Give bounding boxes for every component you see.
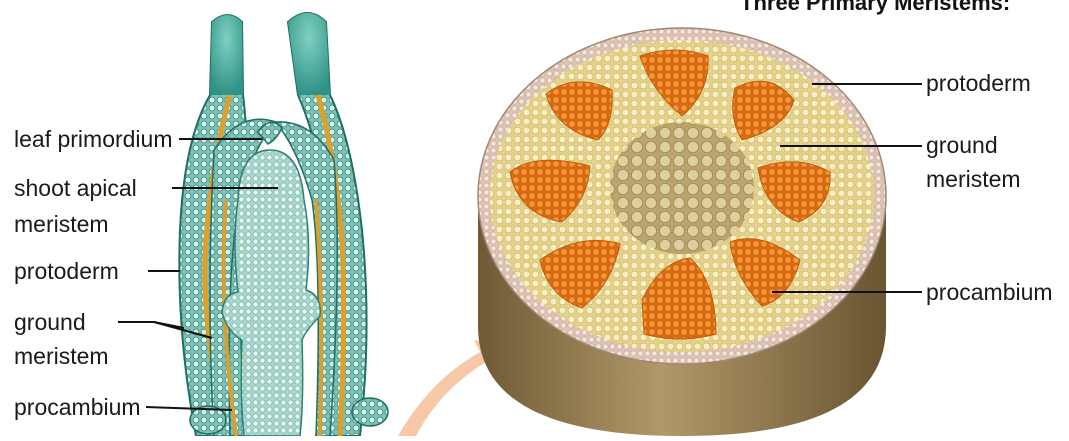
label-ground-right-line2: meristem bbox=[926, 166, 1021, 192]
stem-cross-section bbox=[478, 28, 886, 436]
label-ground-left-line1: ground bbox=[14, 309, 86, 335]
label-protoderm-right: protoderm bbox=[926, 70, 1031, 96]
label-ground-left-line2: meristem bbox=[14, 343, 109, 369]
label-procambium-left: procambium bbox=[14, 394, 141, 420]
label-shoot-apical-line1: shoot apical bbox=[14, 175, 137, 201]
label-ground-right-line1: ground bbox=[926, 132, 998, 158]
label-protoderm-left: protoderm bbox=[14, 258, 119, 284]
shoot-tip-section bbox=[179, 13, 388, 436]
label-procambium-right: procambium bbox=[926, 279, 1053, 305]
figure-title: Three Primary Meristems: bbox=[740, 0, 1010, 16]
label-shoot-apical-line2: meristem bbox=[14, 211, 109, 237]
label-leaf-primordium: leaf primordium bbox=[14, 126, 173, 152]
